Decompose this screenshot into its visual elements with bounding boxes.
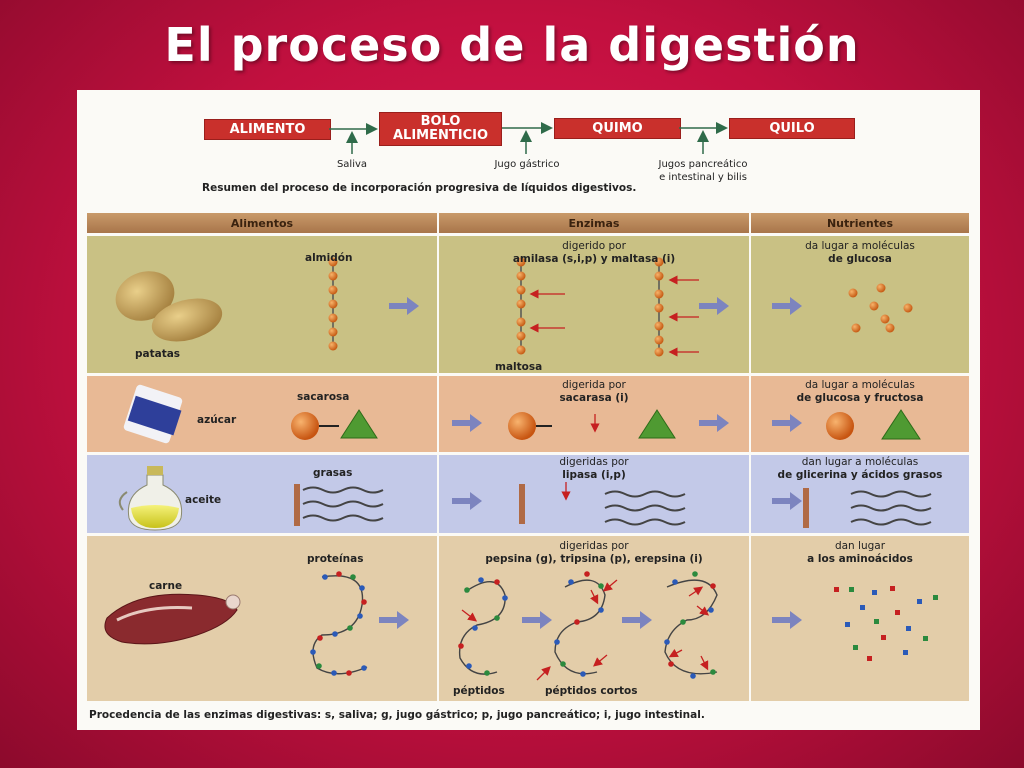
maltose-chains [516,257,699,357]
input-pancreatic: Jugos pancreático e intestinal y bilis [658,159,748,183]
food-label-patatas: patatas [135,348,181,360]
fat-split [519,482,686,526]
diagram-panel: ALIMENTO BOLO ALIMENTICIO QUIMO QUILO Sa… [77,90,980,730]
product-label-maltosa: maltosa [495,361,543,373]
glucose-fructose [826,409,921,440]
enzyme-text-2b: sacarasa (i) [559,392,629,404]
sucrose-molecule [291,409,378,440]
column-arrows [379,297,802,629]
food-label-aceite: aceite [185,494,222,506]
flow-box-quimo: QUIMO [554,118,681,139]
row-3-enzyme-cell [439,455,749,533]
peptide-beads [458,571,716,679]
protein-beads [310,571,367,676]
substance-label-sacarosa: sacarosa [297,391,350,403]
row-2-enzyme-cell [439,376,749,452]
sugar-bag-image [123,384,183,444]
protein-chain [312,575,368,675]
glucose-molecules [848,283,913,333]
amino-acids [834,586,938,661]
enzyme-text-3a: digeridas por [559,456,629,468]
flow-arrows [329,122,728,154]
footnote: Procedencia de las enzimas digestivas: s… [89,709,705,721]
input-gastric: Jugo gástrico [494,159,560,170]
header-alimentos: Alimentos [87,213,437,233]
oil-jar-image [118,466,183,531]
summary-caption: Resumen del proceso de incorporación pro… [202,182,637,194]
product-label-peptidos-cortos: péptidos cortos [545,685,638,697]
input-saliva: Saliva [336,159,368,170]
nutrient-text-2b: de glucosa y fructosa [796,392,924,404]
header-nutrientes: Nutrientes [751,213,969,233]
flow-box-quilo: QUILO [729,118,855,139]
sucrose-split [508,409,676,440]
fat-molecule [294,484,384,526]
enzyme-text-2a: digerida por [562,379,626,391]
nutrient-text-4a: dan lugar [834,540,886,552]
substance-label-grasas: grasas [313,467,353,479]
flow-box-bolo: BOLO ALIMENTICIO [379,112,502,146]
nutrient-text-4b: a los aminoácidos [807,553,913,565]
substance-label-almidon: almidón [305,252,353,264]
enzyme-text-3b: lipasa (i,p) [562,469,626,481]
header-enzimas: Enzimas [439,213,749,233]
nutrient-text-3a: dan lugar a moléculas [801,456,919,468]
enzyme-text-1a: digerido por [562,240,626,252]
food-label-carne: carne [149,580,183,592]
substance-label-proteinas: proteínas [307,553,364,565]
row-1-enzyme-cell [439,236,749,373]
illustrations [104,257,938,681]
glycerin-fatty-acids [803,488,932,528]
nutrient-text-1a: da lugar a moléculas [805,240,915,252]
product-label-peptidos: péptidos [453,685,505,697]
peptide-chains [458,579,718,675]
protease-arrows [461,579,710,681]
flow-box-alimento: ALIMENTO [204,119,331,140]
enzyme-text-4b: pepsina (g), tripsina (p), erepsina (i) [485,553,703,565]
nutrient-text-3b: de glicerina y ácidos grasos [777,469,943,481]
enzyme-text-4a: digeridas por [559,540,629,552]
row-2-nutrient-cell [751,376,969,452]
page-title: El proceso de la digestión [164,18,860,72]
nutrient-text-1b: de glucosa [828,253,892,265]
meat-image [104,593,241,645]
potato-image [115,271,223,342]
enzyme-text-1b: amilasa (s,i,p) y maltasa (i) [512,253,676,265]
nutrient-text-2a: da lugar a moléculas [805,379,915,391]
food-label-azucar: azúcar [197,414,237,426]
starch-chain [328,257,338,351]
